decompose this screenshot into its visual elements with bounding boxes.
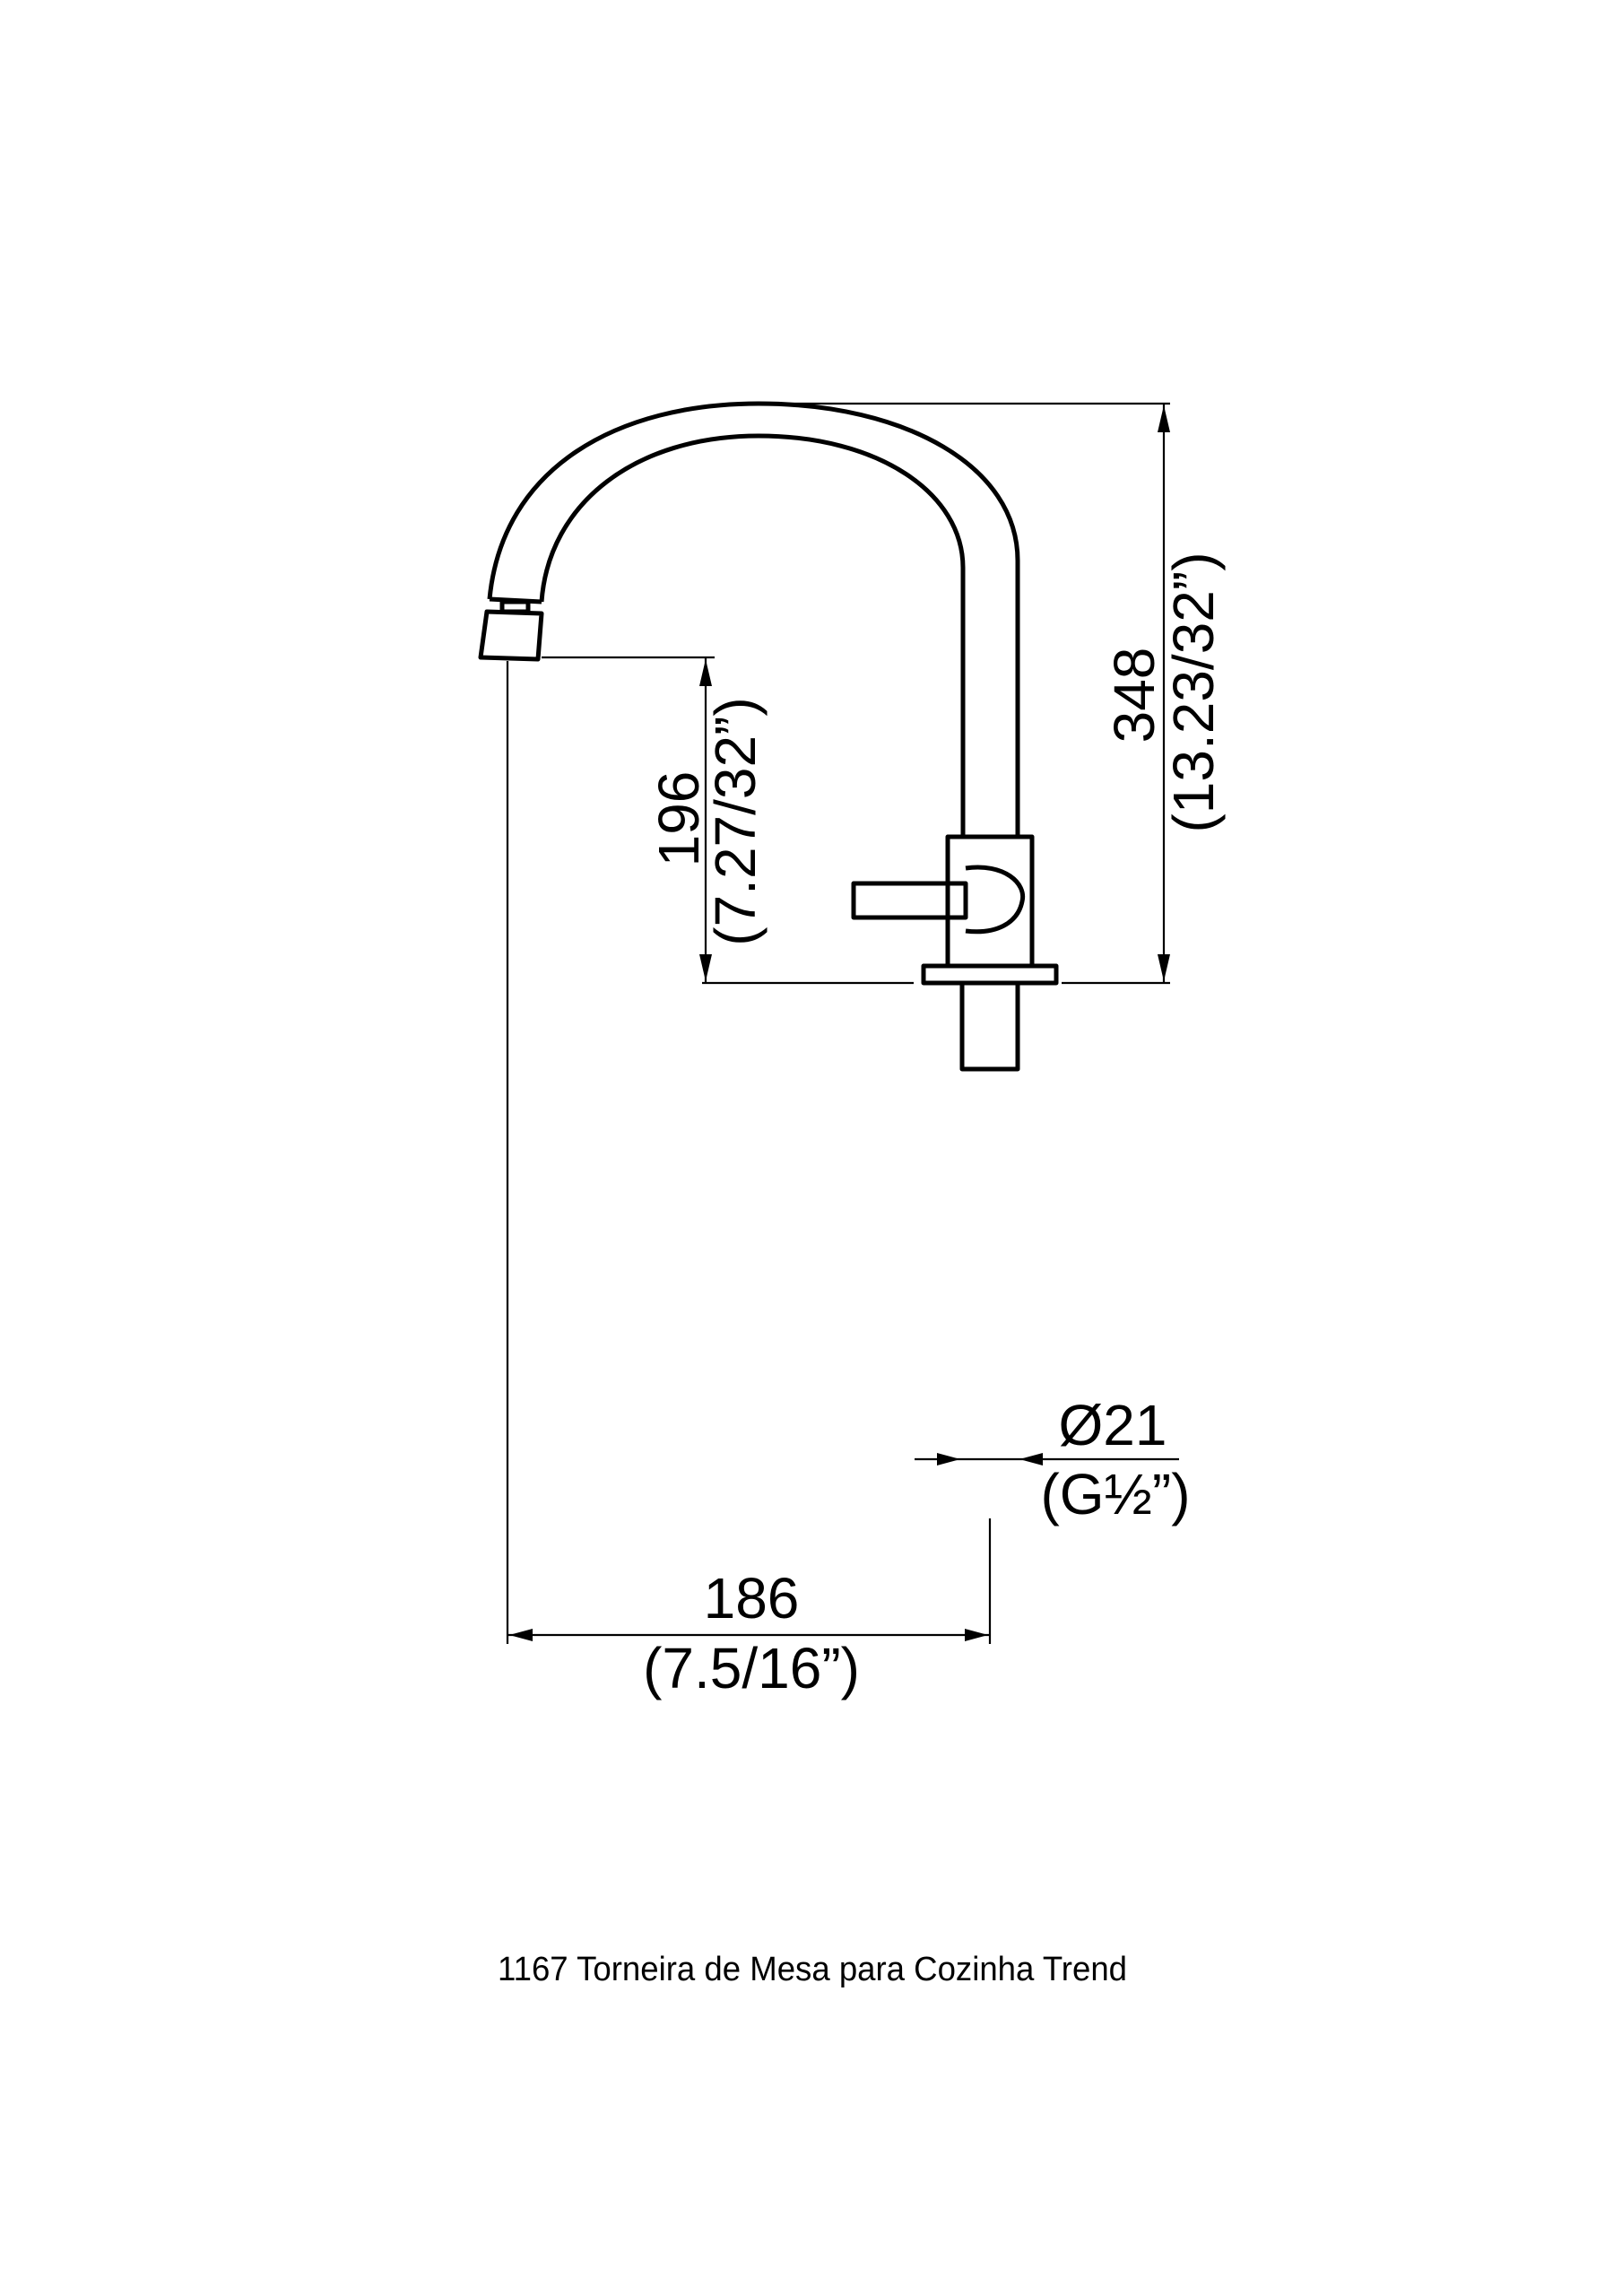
handle-knob [965, 865, 1026, 935]
base-plate [921, 963, 1059, 986]
dimension-labels: 348 (13.23/32”) 196 (7.27/32”) 186 (7.5/… [643, 552, 1226, 1700]
aerator [478, 609, 544, 662]
reach-186-mm: 186 [704, 1566, 800, 1631]
threaded-stem [959, 980, 1020, 1072]
spout-outer [487, 401, 1020, 837]
thread-diameter: Ø21 [1059, 1393, 1167, 1457]
height-348-inch: (13.23/32”) [1161, 552, 1226, 832]
faucet-outline [478, 401, 1059, 1072]
dimension-lines [506, 402, 1179, 1644]
handle-lever [851, 881, 968, 920]
product-caption: 1167 Torneira de Mesa para Cozinha Trend [498, 1951, 1127, 1988]
spout-inner [539, 433, 966, 837]
thread-size: (G½”) [1040, 1462, 1190, 1526]
height-196-inch: (7.27/32”) [703, 697, 768, 945]
reach-186-inch: (7.5/16”) [643, 1636, 860, 1700]
height-196-mm: 196 [646, 771, 711, 867]
height-348-mm: 348 [1102, 648, 1167, 744]
valve-body [945, 834, 1035, 969]
